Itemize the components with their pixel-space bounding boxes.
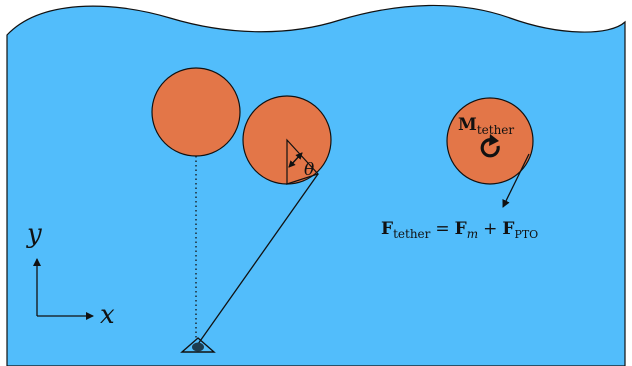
moment-label: Mtether [458,115,514,137]
theta-label: θ [304,160,314,180]
rotation-arrow-icon [480,134,500,158]
axis-x-label: x [100,300,115,330]
coordinate-axes [33,258,94,320]
float-rest [151,67,241,157]
anchor-pivot-icon [180,337,216,353]
theta-arc-arrow [288,152,303,168]
axis-y-label: y [26,219,42,249]
force-equation: Ftether=Fm+FPTO [381,219,538,241]
tether-force-arrow [502,153,530,208]
tether-angled [197,173,319,345]
